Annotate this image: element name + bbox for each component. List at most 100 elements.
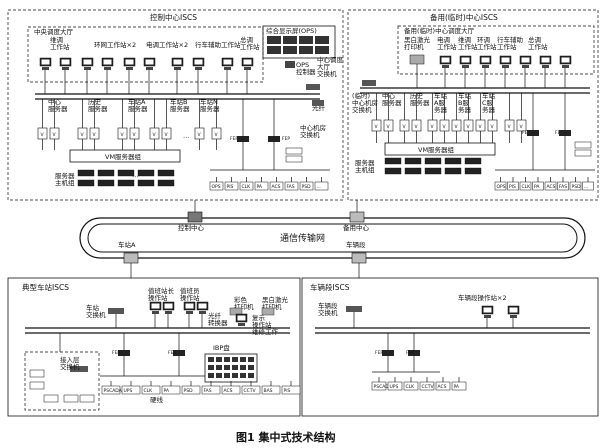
hall-switch-label: 中心调度大厅交换机 <box>317 55 344 78</box>
cc-vm-label: V <box>198 132 202 138</box>
cc-iface-label: CLK <box>242 184 252 190</box>
bk-vm-label: V <box>479 124 483 130</box>
st-iface-label: PSD <box>184 388 194 394</box>
bk-vm-label: V <box>431 124 435 130</box>
cc-fep-port <box>285 147 303 155</box>
bk-traffic-label: 行车辅助工作站 <box>497 35 524 51</box>
st-ws-0-display <box>151 303 160 309</box>
ring-label: 通信传输网 <box>280 232 325 244</box>
depot-devices <box>346 305 520 373</box>
backup-workstations <box>362 54 572 88</box>
ws-traffic-label: 行车辅助工作站 <box>195 40 241 49</box>
bk-fep-port <box>574 149 592 157</box>
st-fep1 <box>118 350 130 356</box>
cc-vm-label: V <box>133 132 137 138</box>
st-ws-0-base <box>152 311 159 314</box>
ibp-key <box>208 357 214 362</box>
cc-ws-0-display <box>41 59 50 65</box>
cc-ws-9-display <box>243 59 252 65</box>
ops-panel <box>299 46 313 54</box>
ws-maint-label: 维调工作站 <box>50 35 70 51</box>
bk-host-7 <box>424 167 442 175</box>
cc-ws-7-display <box>194 59 203 65</box>
dp-iface-label: CCTV <box>422 384 435 390</box>
cc-host-7 <box>117 179 135 187</box>
depot-title: 车辆段ISCS <box>310 282 350 292</box>
node-station-label: 车站A <box>118 240 136 249</box>
dp-fep1 <box>382 350 394 356</box>
bk-srv-host-label: 服务器主机组 <box>355 158 375 174</box>
st-access-dev <box>63 394 79 403</box>
hardwire-label: 硬线 <box>150 395 164 404</box>
bk-host-9 <box>464 167 482 175</box>
ibp-key <box>240 365 246 370</box>
cc-center-switch-label: 中心机房交换机 <box>300 123 326 139</box>
cc-ws-8-display <box>223 59 232 65</box>
cc-host-1 <box>97 169 115 177</box>
cc-ws-6-base <box>174 67 181 70</box>
bk-iface-label: ... <box>584 185 588 190</box>
bk-ws-5-display <box>541 57 550 63</box>
ibp-key <box>208 373 214 378</box>
cc-vm-label: V <box>153 132 157 138</box>
bk-ws-6-display <box>561 57 570 63</box>
bk-maint-label: 维调工作站 <box>458 35 478 51</box>
cc-vm-ellipsis: … <box>183 132 190 140</box>
bk-host-0 <box>384 157 402 165</box>
cc-host-2 <box>117 169 135 177</box>
cc-ws-1-display <box>61 59 70 65</box>
bk-room-switch-label: (临时)中心机房交换机 <box>352 91 378 114</box>
bk-iface-label: PA <box>534 184 540 190</box>
bk-host-5 <box>384 167 402 175</box>
cc-vm-label: V <box>121 132 125 138</box>
cc-ws-3-display <box>103 59 112 65</box>
st-ws-1-display <box>164 303 173 309</box>
bk-host-3 <box>444 157 462 165</box>
backup-fep-devices <box>495 93 595 171</box>
dp-iface-label: PSCADA <box>374 384 393 390</box>
cc-vm-label: V <box>215 132 219 138</box>
ibp-key <box>240 373 246 378</box>
ibp-key <box>224 357 230 362</box>
cc-vm-cluster-label: VM服务器组 <box>105 152 142 161</box>
bk-ws-0-display <box>441 57 450 63</box>
access-frame <box>24 351 100 411</box>
cc-host-ellipsis: … <box>132 171 139 179</box>
depot-frame <box>301 277 599 417</box>
ring-inner <box>87 223 578 253</box>
figure-caption: 图1 集中式技术结构 <box>236 430 335 444</box>
st-iface-label: BAS <box>264 388 273 394</box>
cc-srv-host-label: 服务器主机组 <box>55 171 75 187</box>
st-access-dev <box>43 394 59 403</box>
bk-ws-5-base <box>542 65 549 68</box>
cc-ws-9-base <box>244 67 251 70</box>
st-ws-2-display <box>185 303 194 309</box>
ibp-key <box>208 365 214 370</box>
bk-vm-label: V <box>508 124 512 130</box>
hall-switch <box>306 84 320 90</box>
ibp-key <box>248 365 254 370</box>
cc-ws-2-display <box>83 59 92 65</box>
dp-ws-1-display <box>509 307 518 313</box>
st-iface-label: ACS <box>224 388 233 394</box>
duty1-label: 值班站长操作站 <box>148 286 175 302</box>
bk-iface-label: FAS <box>559 184 567 190</box>
node-station <box>123 252 139 264</box>
ibp-key <box>240 357 246 362</box>
dp-iface-label: UPS <box>390 384 399 390</box>
control-host-servers: … <box>77 169 175 187</box>
cc-host-9 <box>157 179 175 187</box>
cc-host-8 <box>137 179 155 187</box>
st-iface-label: UPS <box>124 388 133 394</box>
bk-host-4 <box>464 157 482 165</box>
cc-iface-label: FAS <box>287 184 295 190</box>
control-center-title: 控制中心ISCS <box>150 12 197 22</box>
dp-fep1-label: FEP <box>375 350 383 356</box>
bk-host-2 <box>424 157 442 165</box>
